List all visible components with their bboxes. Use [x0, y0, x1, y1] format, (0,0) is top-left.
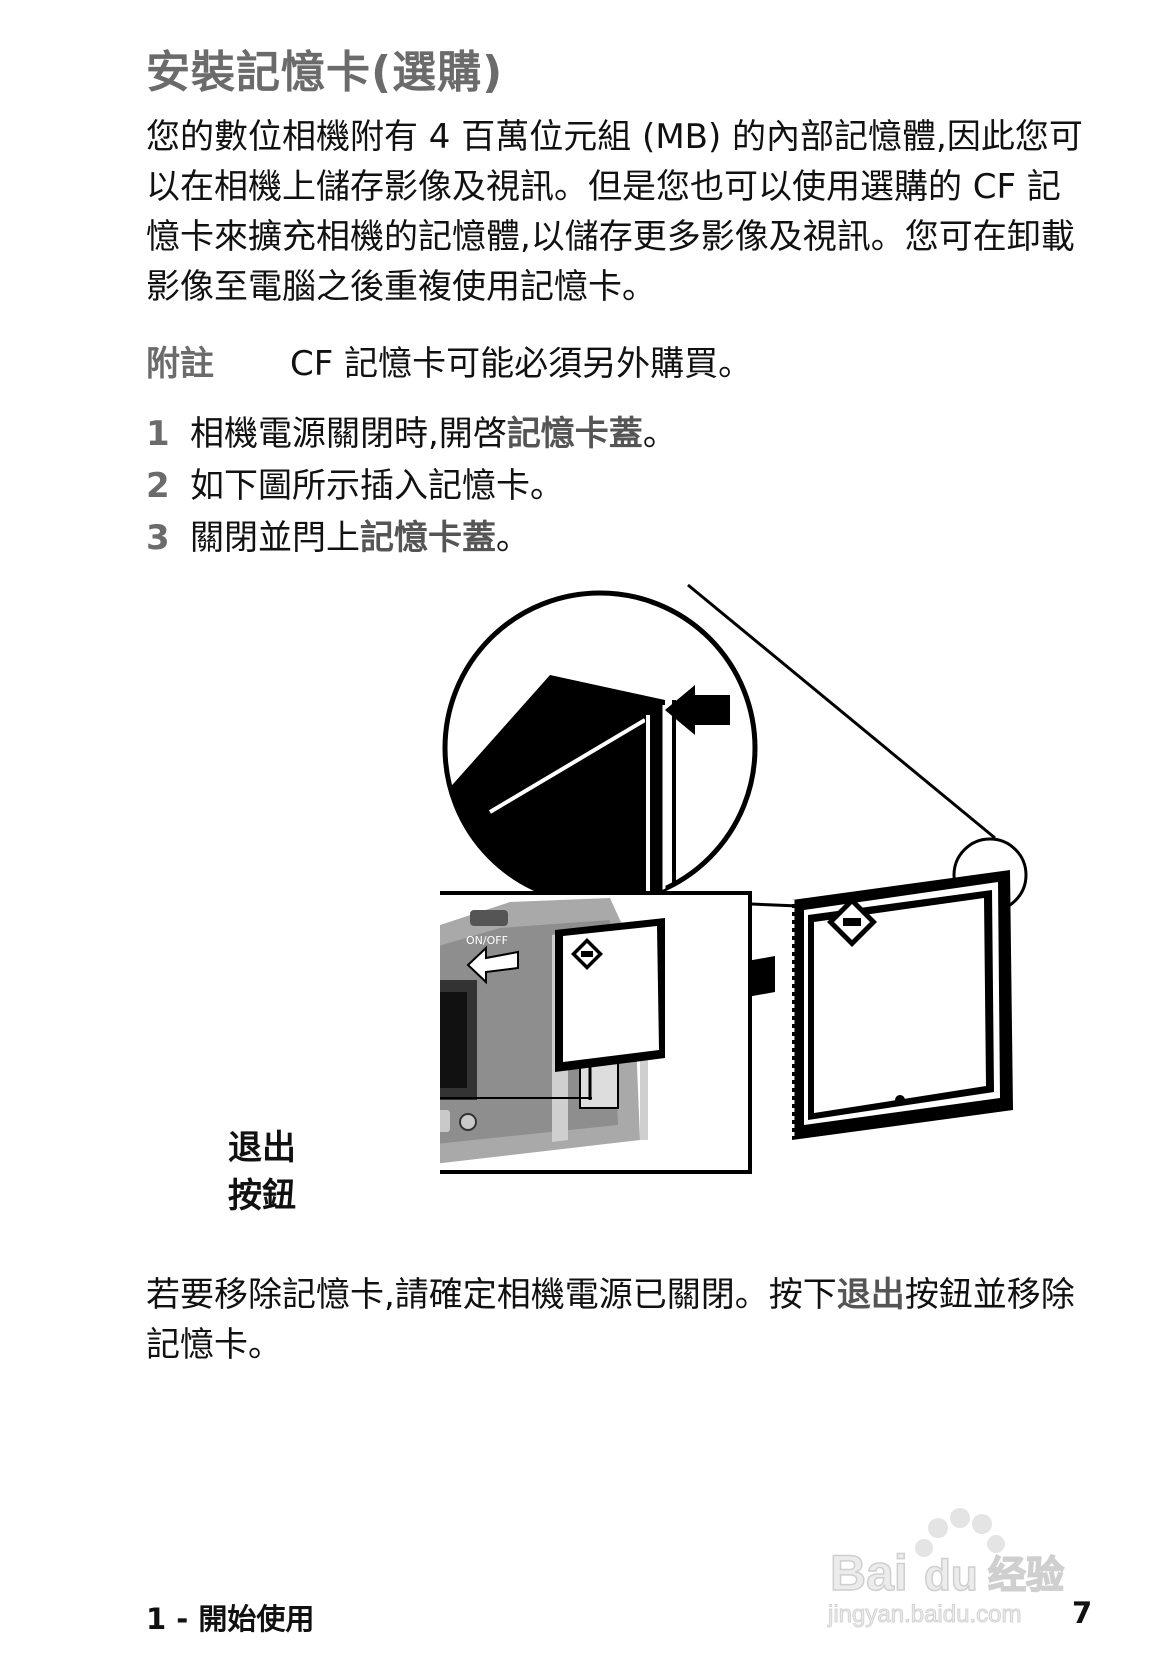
watermark-url: jingyan.baidu.com [827, 1601, 1021, 1628]
note-text: CF 記憶卡可能必須另外購買。 [290, 344, 753, 384]
eject-button-callout: 退出 按鈕 [228, 1124, 296, 1220]
watermark-brand: Bai [830, 1545, 908, 1601]
step-text: 關閉並閂上 [190, 518, 360, 558]
cf-card [791, 870, 1013, 1140]
removal-keyword: 退出 [836, 1275, 905, 1315]
step-item: 1 相機電源關閉時,開啓記憶卡蓋。 [146, 408, 677, 460]
card-insertion-illustration: ON/OFF [440, 583, 1028, 1174]
arrow-left-icon [665, 685, 730, 735]
page-title: 安裝記憶卡(選購) [146, 47, 504, 98]
camera-inset: ON/OFF [440, 891, 752, 1174]
callout-line-2: 按鈕 [228, 1176, 296, 1216]
step-text: 相機電源關閉時,開啓 [190, 414, 507, 454]
page-number: 7 [1072, 1596, 1093, 1630]
magnifier-circle [442, 590, 758, 906]
step-item: 2 如下圖所示插入記憶卡。 [146, 460, 677, 512]
step-item: 3 關閉並閂上記憶卡蓋。 [146, 512, 677, 564]
step-keyword: 記憶卡蓋 [506, 414, 643, 454]
magnifier-line [687, 583, 996, 840]
intro-paragraph: 您的數位相機附有 4 百萬位元組 (MB) 的內部記憶體,因此您可以在相機上儲存… [146, 117, 1083, 307]
step-text-end: 。 [496, 518, 530, 558]
removal-text-end: 按鈕並移除記憶卡。 [146, 1275, 1075, 1365]
step-keyword: 記憶卡蓋 [360, 518, 496, 558]
step-number: 3 [146, 518, 170, 558]
watermark-cn: 经验 [988, 1553, 1064, 1597]
step-number: 2 [146, 466, 170, 506]
arrow-curve-icon [466, 945, 519, 985]
callout-line-1: 退出 [228, 1128, 296, 1168]
removal-text: 若要移除記憶卡,請確定相機電源已關閉。按下 [146, 1275, 837, 1315]
step-number: 1 [146, 414, 170, 454]
camera-switch-label: ON/OFF [466, 934, 508, 947]
removal-paragraph: 若要移除記憶卡,請確定相機電源已關閉。按下退出按鈕並移除記憶卡。 [146, 1270, 1086, 1370]
baidu-watermark: Bai du 经验 jingyan.baidu.com [827, 1508, 1065, 1629]
footer-section: 1 - 開始使用 [146, 1602, 315, 1636]
note-label: 附註 [146, 344, 214, 384]
watermark-brand-du: du [924, 1551, 978, 1600]
cf-logo-icon [571, 938, 603, 970]
cf-logo-icon [827, 897, 877, 947]
step-text-end: 。 [642, 414, 677, 454]
step-text: 如下圖所示插入記憶卡。 [190, 466, 564, 506]
